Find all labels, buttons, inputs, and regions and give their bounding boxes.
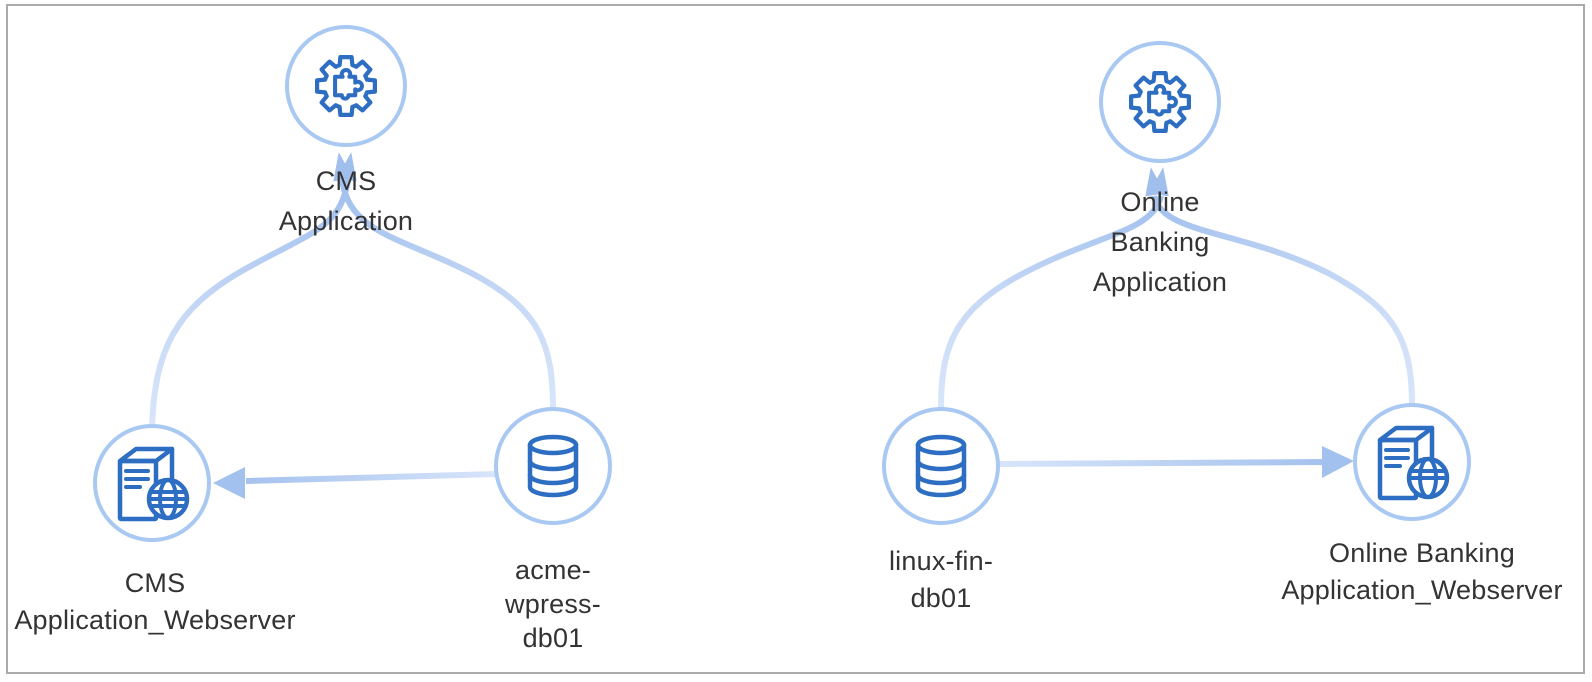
node-linux-db[interactable] [882,407,1000,525]
arrowhead-to-cms-webserver [213,467,245,499]
edge-acme-db-to-cms-webserver [245,471,498,484]
edge-linux-db-to-ob-application [938,195,1164,410]
edge-acme-db-to-cms-application [339,179,556,410]
node-circle[interactable] [285,25,407,147]
application-gear-puzzle-icon [315,55,377,117]
application-gear-puzzle-icon [1129,71,1191,133]
node-circle[interactable] [882,407,1000,525]
webserver-icon [117,446,190,522]
diagram-frame [6,4,1585,674]
node-circle[interactable] [1353,403,1471,521]
database-icon [915,434,967,498]
database-icon [527,434,579,498]
arrowhead-to-ob-webserver [1322,446,1354,478]
node-ob-webserver[interactable] [1353,403,1471,521]
edge-ob-webserver-to-ob-application [1151,195,1415,406]
webserver-icon [1377,425,1450,501]
node-circle[interactable] [93,424,211,542]
node-online-banking-application[interactable] [1099,41,1221,163]
arrowhead-to-ob-application-right [1148,167,1169,197]
node-acme-db[interactable] [494,407,612,525]
node-circle[interactable] [1099,41,1221,163]
node-cms-application[interactable] [285,25,407,147]
edge-cms-webserver-to-cms-application [149,179,351,427]
node-circle[interactable] [494,407,612,525]
arrowhead-to-cms-application-right [336,152,357,182]
edge-linux-db-to-ob-webserver [997,459,1325,467]
node-cms-webserver[interactable] [93,424,211,542]
